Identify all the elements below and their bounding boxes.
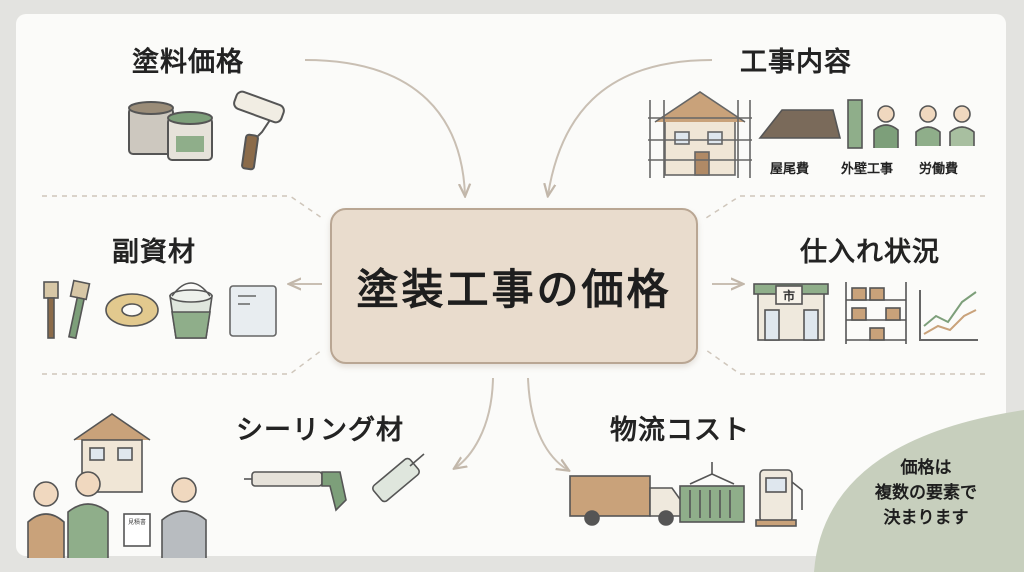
arrow-work-content bbox=[548, 59, 713, 195]
fuel-pump-icon bbox=[755, 469, 803, 527]
workers-icon bbox=[915, 105, 975, 146]
conclusion-line-3: 決まります bbox=[883, 508, 969, 528]
work-item-roof: 屋尾費 bbox=[770, 162, 810, 177]
center-title-box: 塗装工事の価格 bbox=[330, 208, 698, 364]
shop-icon bbox=[753, 283, 829, 341]
divider-right-bottom bbox=[705, 349, 985, 375]
conclusion-line-2: 複数の要素で bbox=[875, 483, 977, 503]
divider-right-top bbox=[705, 195, 985, 219]
house-scaffold-icon bbox=[648, 91, 752, 178]
arrow-paint-price bbox=[304, 59, 465, 195]
divider-left-top bbox=[42, 195, 323, 219]
document-label: 見積書 bbox=[128, 518, 146, 526]
container-icon bbox=[679, 462, 745, 523]
bucket-icon bbox=[169, 282, 213, 339]
node-paint-price: 塗料価格 bbox=[132, 47, 244, 78]
divider-left-bottom bbox=[42, 349, 323, 375]
node-logistics: 物流コスト bbox=[610, 415, 750, 446]
people-house-illustration bbox=[27, 413, 207, 558]
film-sheet-icon bbox=[229, 285, 277, 337]
roof-icon bbox=[758, 109, 842, 139]
truck-icon bbox=[569, 475, 683, 526]
work-item-labor: 労働費 bbox=[919, 162, 959, 177]
warehouse-shelf-icon bbox=[845, 282, 907, 344]
paint-cans-icon bbox=[128, 101, 213, 161]
center-title: 塗装工事の価格 bbox=[356, 264, 672, 314]
arrow-logistics bbox=[527, 377, 568, 470]
node-supply: 仕入れ状況 bbox=[800, 237, 940, 268]
sealant-tube-icon bbox=[372, 453, 425, 503]
paint-roller-icon bbox=[233, 90, 285, 171]
work-item-wall: 外壁工事 bbox=[841, 162, 894, 177]
shop-sign-text: 市 bbox=[783, 288, 795, 303]
trend-chart-icon bbox=[919, 290, 978, 341]
tape-icon bbox=[105, 293, 159, 327]
wall-worker-icon bbox=[847, 99, 899, 149]
node-sub-materials: 副資材 bbox=[112, 237, 196, 268]
caulking-gun-icon bbox=[244, 471, 347, 512]
node-work-content: 工事内容 bbox=[740, 47, 852, 78]
conclusion-badge bbox=[814, 410, 1024, 572]
arrow-sealing bbox=[455, 377, 494, 468]
node-sealing: シーリング材 bbox=[236, 415, 404, 446]
brushes-icon bbox=[43, 279, 91, 340]
conclusion-line-1: 価格は bbox=[900, 458, 952, 478]
conclusion-text: 価格は 複数の要素で 決まります bbox=[846, 456, 1006, 531]
